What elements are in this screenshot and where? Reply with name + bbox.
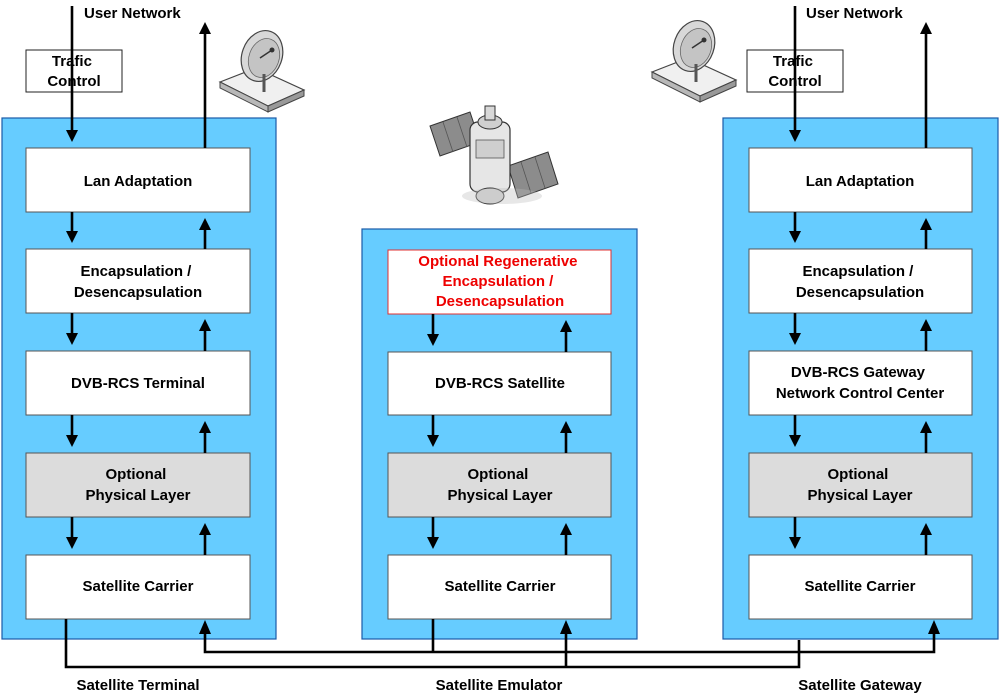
svg-text:Satellite Carrier: Satellite Carrier — [445, 578, 556, 595]
emulator-physical-line2: Physical Layer — [447, 487, 552, 504]
svg-text:DVB-RCS Terminal: DVB-RCS Terminal — [71, 375, 205, 392]
satellite-gateway-label: Satellite Gateway — [798, 677, 922, 694]
svg-text:Lan Adaptation: Lan Adaptation — [84, 173, 193, 190]
emulator-down-arrow-2 — [427, 415, 439, 447]
emulator-physical-box: Optional Physical Layer — [387, 452, 612, 518]
emulator-carrier-label: Satellite Carrier — [445, 578, 556, 595]
terminal-physical-line1: Optional — [106, 466, 167, 483]
terminal-down-arrow-2 — [66, 313, 78, 345]
terminal-to-gateway-link — [64, 619, 801, 669]
trafic-control-left-line2: Control — [47, 73, 100, 90]
gateway-up-arrow-1 — [920, 218, 932, 249]
svg-text:Optional Physical Layer: Optional Physical Layer — [85, 466, 190, 504]
emulator-encapsulation-box: Optional Regenerative Encapsulation / De… — [387, 249, 612, 315]
terminal-encapsulation-box: Encapsulation / Desencapsulation — [25, 248, 251, 314]
satellite-emulator-label: Satellite Emulator — [436, 677, 563, 694]
emulator-encapsulation-line2: Encapsulation / — [442, 273, 554, 290]
terminal-up-arrow-1 — [199, 218, 211, 249]
emulator-encapsulation-line3: Desencapsulation — [436, 293, 564, 310]
terminal-down-arrow-4 — [66, 517, 78, 549]
terminal-physical-box: Optional Physical Layer — [25, 452, 251, 518]
gateway-down-arrow-1 — [789, 212, 801, 243]
emulator-to-terminal-gateway-link — [203, 632, 936, 654]
gateway-dvb-line2: Network Control Center — [776, 385, 945, 402]
terminal-user-out-arrow — [199, 22, 211, 148]
emulator-physical-line1: Optional — [468, 466, 529, 483]
carrier-links — [64, 619, 940, 669]
gateway-encapsulation-line1: Encapsulation / — [802, 263, 914, 280]
emulator-up-arrow-1 — [560, 320, 572, 352]
gateway-encapsulation-line2: Desencapsulation — [796, 284, 924, 301]
satellite-terminal-label: Satellite Terminal — [76, 677, 199, 694]
user-network-left-label: User Network — [84, 5, 181, 22]
terminal-up-arrow-3 — [199, 421, 211, 453]
svg-text:Optional Physical Layer: Optional Physical Layer — [447, 466, 552, 504]
svg-text:Encapsulation / Desencap: Encapsulation / Desencapsulation — [796, 263, 924, 301]
gateway-user-in-arrow — [789, 6, 801, 142]
svg-text:DVB-RCS Satellite: DVB-RCS Satellite — [435, 375, 565, 392]
gateway-down-arrow-4 — [789, 517, 801, 549]
terminal-carrier-in-arrow — [199, 620, 211, 634]
gateway-up-arrow-4 — [920, 523, 932, 555]
emulator-up-arrow-2 — [560, 421, 572, 453]
gateway-lan-adaptation-box: Lan Adaptation — [748, 147, 973, 213]
gateway-user-out-arrow — [920, 22, 932, 148]
terminal-carrier-box: Satellite Carrier — [25, 554, 251, 620]
svg-text:DVB-RCS Gateway Network: DVB-RCS Gateway Network Control Center — [776, 364, 945, 402]
satellite-dish-icon-right — [650, 20, 738, 103]
gateway-lan-adaptation-label: Lan Adaptation — [806, 173, 915, 190]
emulator-up-arrow-3 — [560, 523, 572, 555]
svg-text:Lan Adaptation: Lan Adaptation — [806, 173, 915, 190]
svg-text:Satellite Carrier: Satellite Carrier — [83, 578, 194, 595]
emulator-down-arrow-3 — [427, 517, 439, 549]
flow-arrows — [66, 6, 932, 555]
gateway-physical-line2: Physical Layer — [807, 487, 912, 504]
gateway-carrier-box: Satellite Carrier — [748, 554, 973, 620]
terminal-encapsulation-line1: Encapsulation / — [80, 263, 192, 280]
gateway-dvb-box: DVB-RCS Gateway Network Control Center — [748, 350, 973, 416]
emulator-down-arrow-1 — [427, 314, 439, 346]
terminal-down-arrow-3 — [66, 415, 78, 447]
emulator-encapsulation-line1: Optional Regenerative — [418, 253, 577, 270]
gateway-encapsulation-box: Encapsulation / Desencapsulation — [748, 248, 973, 314]
emulator-dvb-box: DVB-RCS Satellite — [387, 351, 612, 416]
emulator-carrier-box: Satellite Carrier — [387, 554, 612, 620]
gateway-physical-box: Optional Physical Layer — [748, 452, 973, 518]
svg-text:Encapsulation / Desencap: Encapsulation / Desencapsulation — [74, 263, 202, 301]
trafic-control-left: Trafic Control — [25, 49, 123, 93]
terminal-lan-adaptation-label: Lan Adaptation — [84, 173, 193, 190]
user-network-right-label: User Network — [806, 5, 903, 22]
terminal-encapsulation-line2: Desencapsulation — [74, 284, 202, 301]
terminal-lan-adaptation-box: Lan Adaptation — [25, 147, 251, 213]
terminal-user-in-arrow — [66, 6, 78, 142]
gateway-down-arrow-3 — [789, 415, 801, 447]
trafic-control-right-line1: Trafic — [773, 53, 813, 70]
svg-text:Optional Physical Layer: Optional Physical Layer — [807, 466, 912, 504]
satellite-icon — [429, 105, 559, 205]
gateway-dvb-line1: DVB-RCS Gateway — [791, 364, 926, 381]
terminal-physical-line2: Physical Layer — [85, 487, 190, 504]
gateway-up-arrow-3 — [920, 421, 932, 453]
emulator-carrier-in-arrow — [560, 620, 572, 634]
gateway-down-arrow-2 — [789, 313, 801, 345]
gateway-up-arrow-2 — [920, 319, 932, 351]
gateway-physical-line1: Optional — [828, 466, 889, 483]
svg-text:Satellite Carrier: Satellite Carrier — [805, 578, 916, 595]
terminal-up-arrow-2 — [199, 319, 211, 351]
satellite-dish-icon — [218, 30, 306, 113]
emulator-dvb-label: DVB-RCS Satellite — [435, 375, 565, 392]
terminal-down-arrow-1 — [66, 212, 78, 243]
gateway-carrier-label: Satellite Carrier — [805, 578, 916, 595]
terminal-dvb-label: DVB-RCS Terminal — [71, 375, 205, 392]
svg-text:Optional Regenerative En: Optional Regenerative Encapsulation / De… — [418, 253, 581, 310]
gateway-carrier-in-arrow — [928, 620, 940, 634]
terminal-up-arrow-4 — [199, 523, 211, 555]
terminal-carrier-label: Satellite Carrier — [83, 578, 194, 595]
terminal-dvb-box: DVB-RCS Terminal — [25, 350, 251, 416]
